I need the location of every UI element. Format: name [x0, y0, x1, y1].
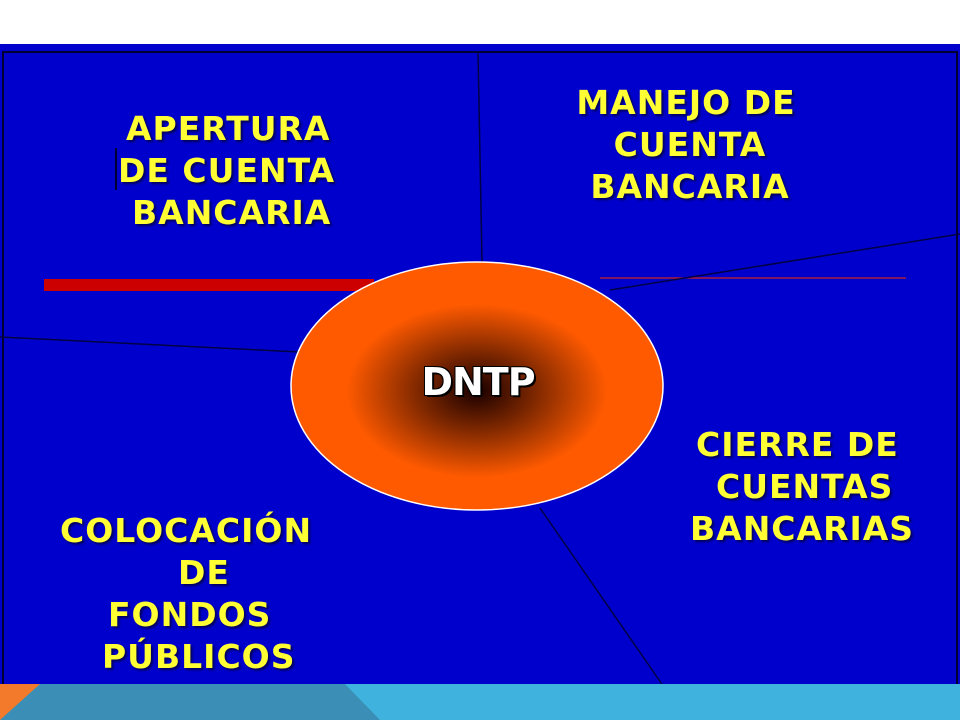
- cierre-line-1: CIERRE DE: [696, 425, 899, 464]
- apertura-line-1: APERTURA: [126, 109, 331, 148]
- manejo-line-3: BANCARIA: [590, 167, 790, 206]
- center-label: DNTP: [421, 360, 535, 404]
- colocacion-line-2: DE: [178, 553, 230, 592]
- colocacion-line-1: COLOCACIÓN: [60, 511, 313, 550]
- manejo-line-1: MANEJO DE: [576, 83, 796, 122]
- quadrant-manejo: MANEJO DE CUENTA BANCARIA: [560, 82, 820, 208]
- apertura-line-2: DE CUENTA: [118, 151, 336, 190]
- colocacion-line-4: PÚBLICOS: [102, 637, 296, 676]
- divider-top: [477, 51, 483, 263]
- footer-orange: [0, 684, 40, 720]
- cierre-line-3: BANCARIAS: [690, 509, 915, 548]
- cierre-line-2: CUENTAS: [716, 467, 894, 506]
- manejo-line-2: CUENTA: [613, 125, 767, 164]
- colocacion-line-3: FONDOS: [108, 595, 272, 634]
- footer-stripe: [0, 684, 960, 720]
- footer-blue-dark: [0, 684, 380, 720]
- apertura-line-3: BANCARIA: [132, 193, 332, 232]
- divider-left: [0, 336, 301, 353]
- divider-bottom: [539, 507, 667, 691]
- center-ellipse: [290, 261, 664, 511]
- quadrant-cierre: CIERRE DE CUENTAS BANCARIAS: [690, 424, 914, 550]
- divider-right: [609, 233, 960, 291]
- red-bar-left: [44, 279, 374, 291]
- quadrant-colocacion: COLOCACIÓN DE FONDOS PÚBLICOS: [60, 510, 312, 678]
- quadrant-apertura: APERTURA DE CUENTA BANCARIA: [118, 108, 335, 234]
